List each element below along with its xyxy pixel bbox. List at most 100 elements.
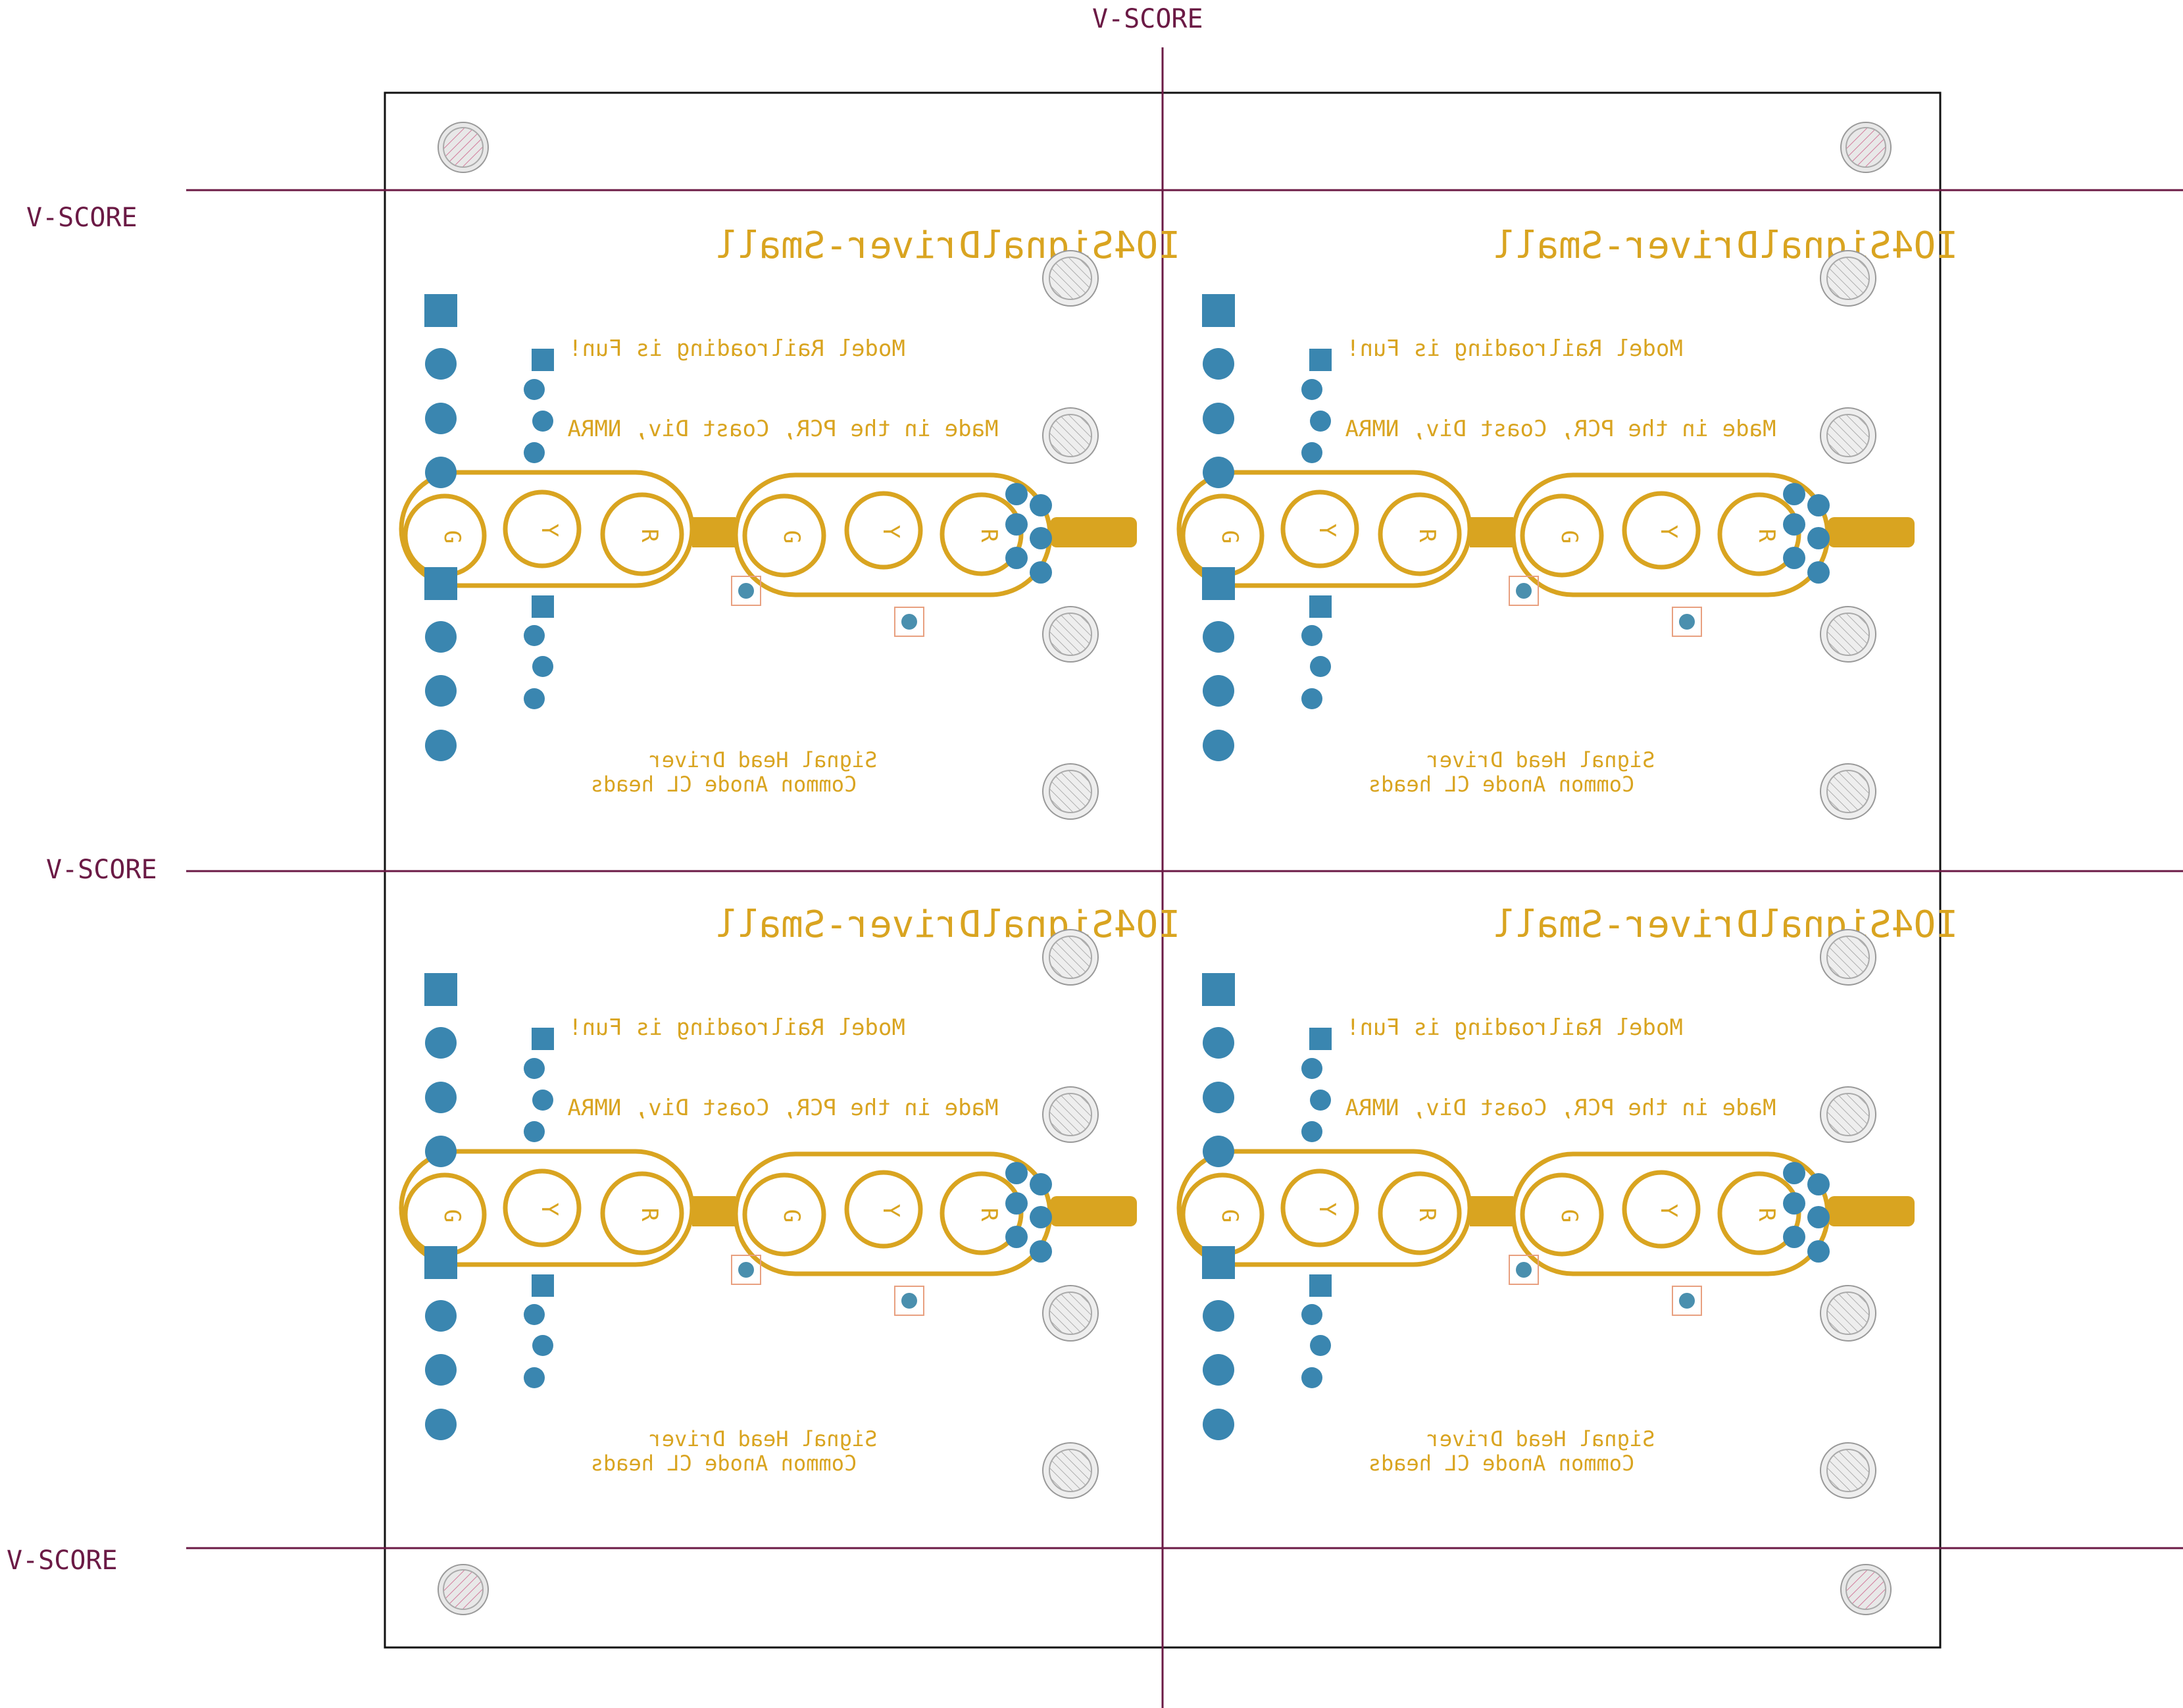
description-line2: Common Anode CL heads [591,1451,857,1476]
lamp-label-r: R [1753,529,1780,543]
round-pad [425,675,457,707]
vscore-lines [186,47,2183,1708]
round-pad [1203,403,1234,434]
slogan-text: Model Railroading is Fun! [1346,1015,1683,1041]
pcb-panel-4: IO4SignalDriver-Small Model Railroading … [1176,903,1958,1499]
smd-part [894,1286,924,1316]
description-line1: Signal Head Driver [1427,747,1655,772]
round-pad [425,1082,457,1113]
description-line2: Common Anode CL heads [1368,1451,1635,1476]
signal-head-connector [692,517,736,547]
lamp-label-g: G [1556,1209,1582,1222]
tooling-hole [438,1564,489,1615]
tooling-hole [438,122,489,173]
signal-head-right: G Y R [733,472,1053,597]
credit-text: Made in the PCR, Coast Div, NMRA [567,416,998,442]
square-pad [1202,973,1235,1006]
description-line1: Signal Head Driver [649,1426,878,1451]
square-pad [424,973,457,1006]
signal-head-connector [692,1196,736,1226]
square-pad [424,567,457,600]
connector-pads-right [1783,483,1830,584]
smd-part [1509,576,1539,606]
vscore-label-left-bottom: V-SCORE [7,1545,118,1576]
round-pad [1203,1409,1234,1440]
square-pad [1202,1246,1235,1279]
round-pad [1203,457,1234,488]
round-pad [425,621,457,653]
tooling-holes [438,122,1892,1615]
tooling-hole [1840,1564,1892,1615]
mounting-holes [1042,929,1099,1499]
round-pad [425,1354,457,1386]
mounting-holes [1042,250,1099,820]
round-pad [425,457,457,488]
round-pad [425,1409,457,1440]
resistor-pads [1301,1028,1332,1388]
lamp-label-r: R [1753,1208,1780,1222]
lamp-label-g: G [1556,530,1582,543]
pcb-panel-3: IO4SignalDriver-Small Model Railroading … [399,903,1180,1499]
header-pads-left [424,294,457,761]
mounting-holes [1820,250,1876,820]
header-pads-left [1202,973,1235,1440]
tooling-hole [1840,122,1892,173]
signal-head-right: G Y R [1511,1151,1830,1276]
signal-head-mast [1050,517,1137,547]
round-pad [1203,1136,1234,1167]
connector-pads-right [1005,1162,1052,1263]
round-pad [1203,1082,1234,1113]
lamp-label-y: Y [536,524,563,537]
smd-part [731,1255,761,1285]
signal-head-right: G Y R [733,1151,1053,1276]
description-line1: Signal Head Driver [649,747,878,772]
connector-pads-right [1783,1162,1830,1263]
smd-part [1672,1286,1702,1316]
vscore-label-left-middle: V-SCORE [46,855,157,885]
board-title: IO4SignalDriver-Small [1492,903,1958,946]
lamp-label-r: R [1414,1208,1440,1222]
square-pad [424,1246,457,1279]
vscore-label-left-top: V-SCORE [26,203,138,233]
round-pad [1203,1354,1234,1386]
credit-text: Made in the PCR, Coast Div, NMRA [1345,1095,1776,1121]
lamp-label-g: G [1217,530,1243,543]
round-pad [425,348,457,380]
round-pad [1203,1027,1234,1059]
pcb-panel-2: IO4SignalDriver-Small Model Railroading … [1176,224,1958,820]
signal-head-mast [1828,517,1915,547]
slogan-text: Model Railroading is Fun! [1346,336,1683,362]
lamp-label-y: Y [878,525,904,538]
round-pad [425,403,457,434]
lamp-label-r: R [636,529,663,543]
lamp-label-r: R [976,1208,1002,1222]
square-pad [424,294,457,327]
square-pad [1202,567,1235,600]
credit-text: Made in the PCR, Coast Div, NMRA [567,1095,998,1121]
lamp-label-y: Y [1314,524,1340,537]
round-pad [425,1300,457,1332]
round-pad [1203,675,1234,707]
signal-head-connector [1470,1196,1513,1226]
round-pad [1203,348,1234,380]
slogan-text: Model Railroading is Fun! [568,1015,905,1041]
signal-head-connector [1470,517,1513,547]
panel-grid: IO4SignalDriver-Small Model Railroading … [399,224,1958,1499]
pcb-panel-1: IO4SignalDriver-Small Model Railroading … [399,224,1180,820]
header-pads-left [1202,294,1235,761]
lamp-label-r: R [1414,529,1440,543]
lamp-label-y: Y [1314,1203,1340,1216]
resistor-pads [1301,349,1332,709]
board-title: IO4SignalDriver-Small [715,224,1180,267]
round-pad [1203,621,1234,653]
lamp-label-y: Y [536,1203,563,1216]
square-pad [1202,294,1235,327]
round-pad [425,730,457,761]
round-pad [425,1027,457,1059]
mounting-holes [1820,929,1876,1499]
description-line1: Signal Head Driver [1427,1426,1655,1451]
resistor-pads [524,349,554,709]
smd-part [1509,1255,1539,1285]
lamp-label-g: G [1217,1209,1243,1222]
